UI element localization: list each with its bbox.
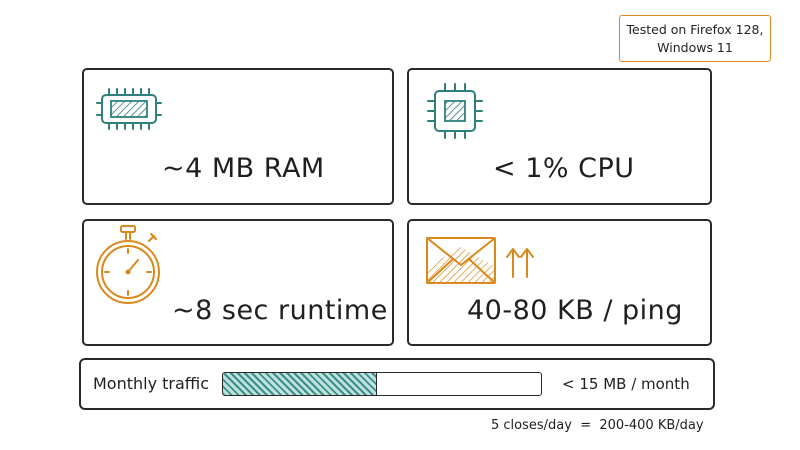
ram-card: ~4 MB RAM	[82, 68, 394, 205]
cpu-usage-text: < 1% CPU	[493, 153, 635, 184]
envelope-upload-icon	[423, 235, 541, 291]
note-line-2: Windows 11	[657, 40, 733, 55]
daily-traffic-footnote: 5 closes/day = 200-400 KB/day	[491, 418, 704, 433]
runtime-card: ~8 sec runtime	[82, 219, 394, 346]
note-line-1: Tested on Firefox 128,	[626, 22, 764, 37]
stopwatch-icon	[94, 224, 162, 312]
network-usage-text: 40-80 KB / ping	[467, 295, 683, 326]
memory-chip-icon	[96, 87, 162, 135]
cpu-chip-icon	[425, 81, 485, 145]
network-card: 40-80 KB / ping	[407, 219, 712, 346]
monthly-traffic-value: < 15 MB / month	[562, 375, 690, 393]
monthly-traffic-bar	[222, 372, 542, 396]
cpu-card: < 1% CPU	[407, 68, 712, 205]
monthly-traffic-panel: Monthly traffic < 15 MB / month	[79, 358, 715, 410]
ram-usage-text: ~4 MB RAM	[162, 153, 325, 184]
monthly-traffic-label: Monthly traffic	[93, 374, 210, 393]
runtime-text: ~8 sec runtime	[172, 295, 388, 326]
monthly-traffic-bar-fill	[223, 373, 377, 395]
test-environment-note: Tested on Firefox 128, Windows 11	[619, 15, 771, 62]
